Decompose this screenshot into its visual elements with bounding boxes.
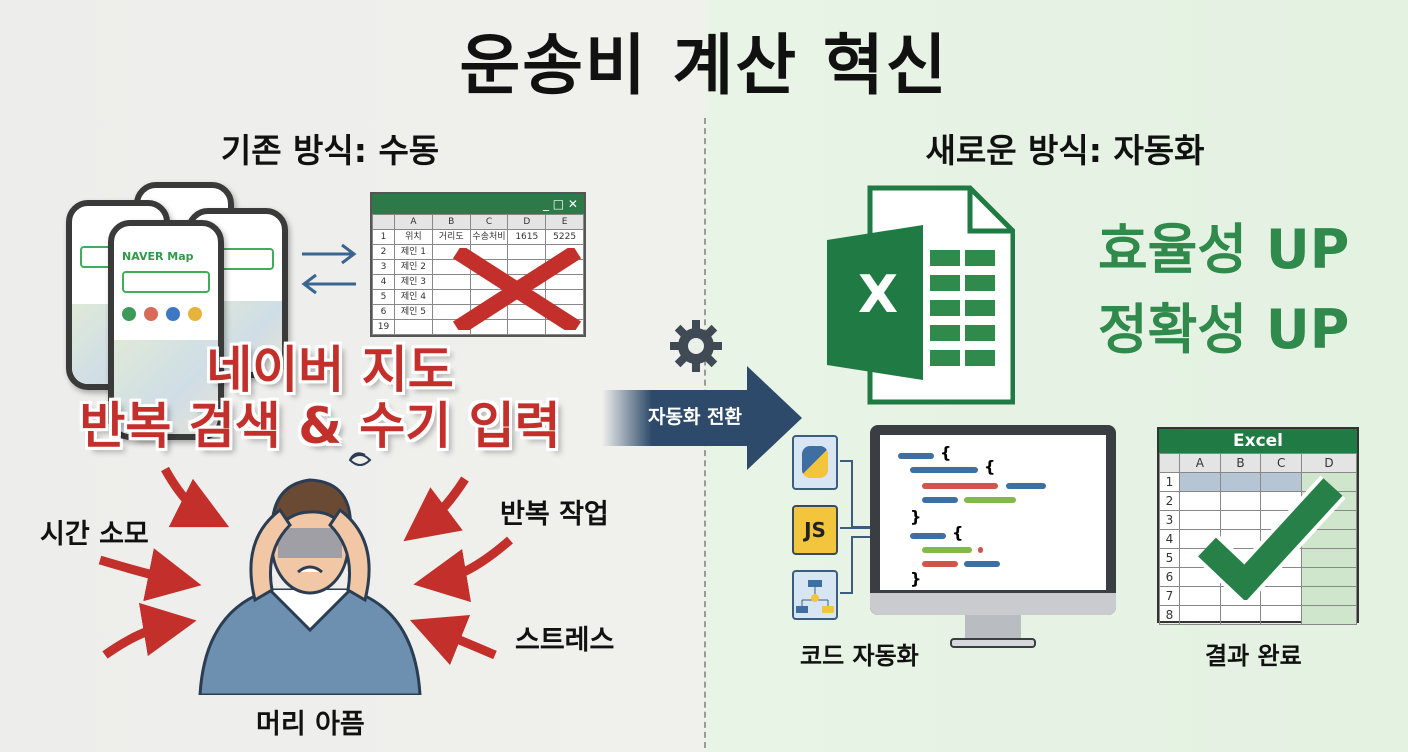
red-arrow-icon — [98, 466, 513, 666]
naver-map-label: 네이버 지도 — [206, 341, 454, 399]
category-icons — [122, 307, 210, 321]
stressed-person-illustration — [198, 452, 422, 695]
table-row: 8 — [1159, 605, 1357, 625]
checkmark-icon — [1195, 475, 1345, 600]
efficiency-up: 효율성 UP — [1098, 218, 1350, 281]
excel-x-letter: X — [857, 265, 899, 325]
code-automation-caption: 코드 자동화 — [800, 642, 919, 670]
gear-icon — [670, 320, 722, 372]
monitor: { { } { } — [870, 425, 1116, 615]
result-complete-caption: 결과 완료 — [1205, 642, 1302, 670]
code-screen: { { } { } — [880, 435, 1106, 590]
stress-label: 스트레스 — [515, 625, 615, 656]
excel-logo: X — [825, 185, 1016, 405]
phone-front: NAVER Map — [108, 220, 224, 440]
auto-heading: 새로운 방식: 자동화 — [925, 131, 1205, 170]
swap-arrows-icon — [301, 243, 357, 295]
cross-mark-icon — [452, 248, 582, 330]
repetitive-work-label: 반복 작업 — [500, 499, 609, 530]
connector-arrows — [840, 460, 870, 594]
page-title: 운송비 계산 혁신 — [459, 27, 949, 104]
js-icon: JS — [792, 505, 838, 555]
headache-label: 머리 아픔 — [256, 709, 365, 740]
auto-panel-bg — [705, 0, 1408, 752]
monitor-stand — [965, 615, 1021, 641]
excel-document-icon — [827, 185, 1016, 405]
repeat-input-label: 반복 검색 & 수기 입력 — [79, 397, 561, 455]
accuracy-up: 정확성 UP — [1098, 298, 1350, 361]
python-icon — [792, 435, 838, 490]
search-bar — [122, 271, 210, 293]
manual-heading: 기존 방식: 수동 — [220, 131, 440, 170]
app-name: NAVER Map — [122, 250, 194, 263]
transition-label: 자동화 전환 — [647, 406, 742, 428]
window-controls: _ □ ✕ — [372, 194, 584, 214]
excel-title: Excel — [1159, 429, 1357, 453]
flowchart-icon — [792, 570, 838, 620]
transition-arrow — [602, 366, 802, 470]
pressure-arrows — [98, 466, 513, 666]
time-consuming-label: 시간 소모 — [40, 519, 149, 550]
monitor-base — [950, 638, 1036, 648]
